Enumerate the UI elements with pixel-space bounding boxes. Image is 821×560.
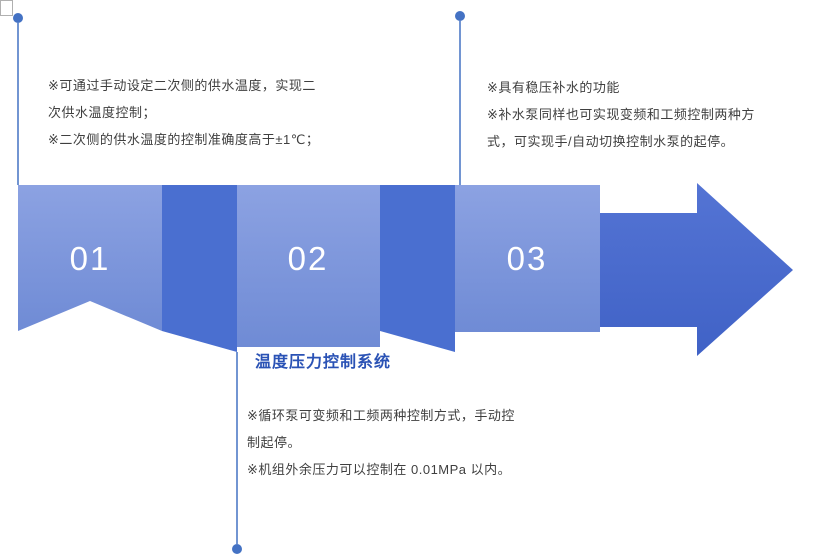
step-number-3: 03 bbox=[507, 240, 548, 277]
note-top-left: ※可通过手动设定二次侧的供水温度，实现二 次供水温度控制； ※二次侧的供水温度的… bbox=[48, 72, 319, 153]
step-number-2: 02 bbox=[288, 240, 329, 277]
note-top-right: ※具有稳压补水的功能 ※补水泵同样也可实现变频和工频控制两种方 式，可实现手/自… bbox=[487, 74, 755, 155]
timeline-dot-middle bbox=[232, 544, 242, 554]
step-ribbon-1 bbox=[18, 185, 162, 331]
section-title: 温度压力控制系统 bbox=[255, 354, 392, 371]
note-line: ※可通过手动设定二次侧的供水温度，实现二 bbox=[48, 78, 316, 93]
fold-connector-2 bbox=[380, 185, 455, 352]
timeline-dot-right bbox=[455, 11, 465, 21]
timeline-dot-left bbox=[13, 13, 23, 23]
note-line: ※循环泵可变频和工频两种控制方式，手动控 bbox=[247, 408, 515, 423]
note-line: 次供水温度控制； bbox=[48, 105, 157, 120]
step-number-1: 01 bbox=[70, 240, 111, 277]
note-line: ※补水泵同样也可实现变频和工频控制两种方 bbox=[487, 107, 755, 122]
corner-artifact bbox=[0, 0, 13, 16]
note-line: 式，可实现手/自动切换控制水泵的起停。 bbox=[487, 134, 735, 149]
step-ribbon-3 bbox=[455, 185, 600, 332]
note-line: 制起停。 bbox=[247, 435, 302, 450]
flow-arrow bbox=[600, 183, 793, 356]
note-line: ※具有稳压补水的功能 bbox=[487, 80, 620, 95]
step-ribbon-2 bbox=[237, 185, 380, 347]
note-bottom: ※循环泵可变频和工频两种控制方式，手动控 制起停。 ※机组外余压力可以控制在 0… bbox=[247, 402, 515, 483]
note-line: ※二次侧的供水温度的控制准确度高于±1℃； bbox=[48, 132, 320, 147]
note-line: ※机组外余压力可以控制在 0.01MPa 以内。 bbox=[247, 462, 512, 477]
fold-connector-1 bbox=[162, 185, 237, 352]
